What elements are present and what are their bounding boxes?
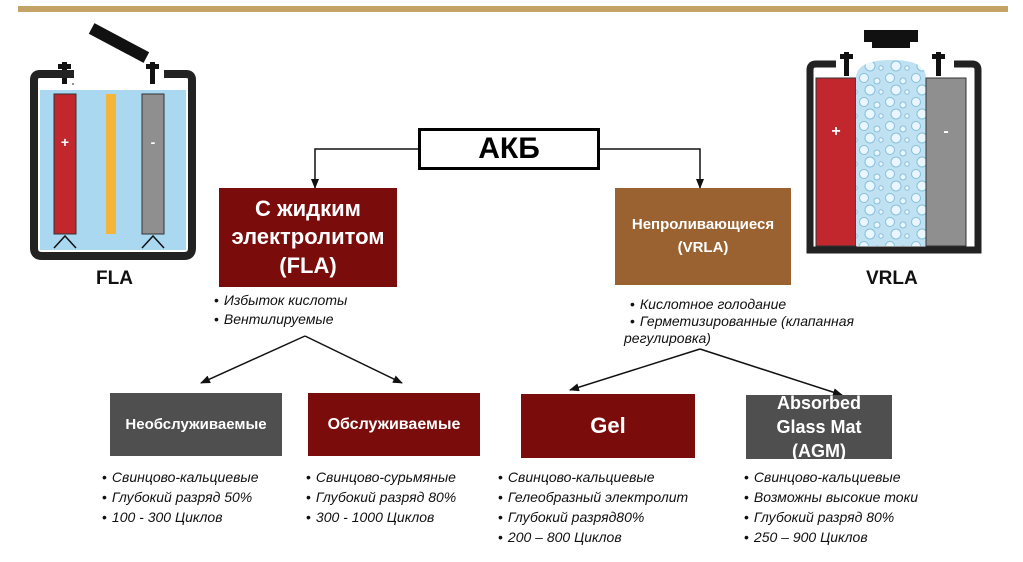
negative-terminal [936, 52, 941, 76]
negative-plate-label: - [151, 134, 156, 150]
list-item: Герметизированные (клапанная [630, 313, 854, 330]
list-item: Свинцово-сурьмяные [306, 467, 456, 487]
list-item: 100 - 300 Циклов [102, 507, 259, 527]
connector-root-to-fla [311, 148, 418, 189]
negative-plate-label: - [943, 123, 948, 140]
connector-fla-to-serviceable [304, 335, 403, 384]
positive-plate [815, 77, 857, 247]
positive-plate-label: + [831, 123, 840, 140]
gel-node: Gel [521, 394, 695, 458]
positive-plate-label: + [61, 134, 69, 150]
list-item: Кислотное голодание [630, 296, 854, 313]
list-item: Свинцово-кальциевые [744, 467, 918, 487]
positive-terminal [844, 52, 849, 76]
valve-cap [864, 30, 918, 42]
fla-image-caption: FLA [96, 268, 133, 289]
negative-plate [925, 77, 967, 247]
gel-electrolyte [856, 60, 926, 246]
connector-root-to-vrla [600, 148, 704, 189]
positive-plate [53, 93, 77, 235]
battery-cap [88, 23, 150, 63]
negative-plate [141, 93, 165, 235]
list-item: Свинцово-кальциевые [498, 467, 688, 487]
list-item: регулировка) [624, 330, 711, 346]
fla-bullet-list: Избыток кислоты Вентилируемые [214, 291, 347, 329]
gel-bullet-list: Свинцово-кальциевые Гелеобразный электро… [498, 467, 688, 547]
serviceable-node: Обслуживаемые [308, 393, 480, 456]
list-item: Возможны высокие токи [744, 487, 918, 507]
vrla-image-caption: VRLA [866, 268, 918, 289]
fla-battery-illustration: + - [30, 23, 196, 260]
list-item: Глубокий разряд 80% [306, 487, 456, 507]
connector-vrla-to-gel [569, 348, 701, 392]
agm-bullet-list: Свинцово-кальциевые Возможны высокие ток… [744, 467, 918, 547]
battery-case [30, 70, 196, 260]
list-item: 300 - 1000 Циклов [306, 507, 456, 527]
connector-fla-to-maintenance-free [200, 335, 306, 384]
agm-node: Absorbed Glass Mat (AGM) [746, 393, 892, 461]
negative-terminal [150, 62, 155, 84]
maintenance-free-bullet-list: Свинцово-кальциевые Глубокий разряд 50% … [102, 467, 259, 527]
serviceable-bullet-list: Свинцово-сурьмяные Глубокий разряд 80% 3… [306, 467, 456, 527]
fla-node: С жидким электролитом (FLA) [219, 188, 397, 287]
vrla-node: Непроливающиеся (VRLA) [615, 188, 791, 285]
list-item: Гелеобразный электролит [498, 487, 688, 507]
list-item: Глубокий разряд 80% [744, 507, 918, 527]
vrla-battery-illustration: + - [806, 30, 982, 254]
list-item: Свинцово-кальциевые [102, 467, 259, 487]
root-node-akb: АКБ [418, 128, 600, 170]
separator [106, 94, 116, 234]
connector-vrla-to-agm [699, 348, 843, 397]
list-item: Вентилируемые [214, 310, 347, 329]
battery-case [806, 60, 982, 254]
list-item: Глубокий разряд 50% [102, 487, 259, 507]
list-item: 200 – 800 Циклов [498, 527, 688, 547]
top-decorative-bar [18, 6, 1008, 12]
maintenance-free-node: Необслуживаемые [110, 393, 282, 456]
list-item: 250 – 900 Циклов [744, 527, 918, 547]
list-item: Избыток кислоты [214, 291, 347, 310]
vrla-bullet-list: Кислотное голодание Герметизированные (к… [624, 296, 854, 347]
list-item: Глубокий разряд80% [498, 507, 688, 527]
